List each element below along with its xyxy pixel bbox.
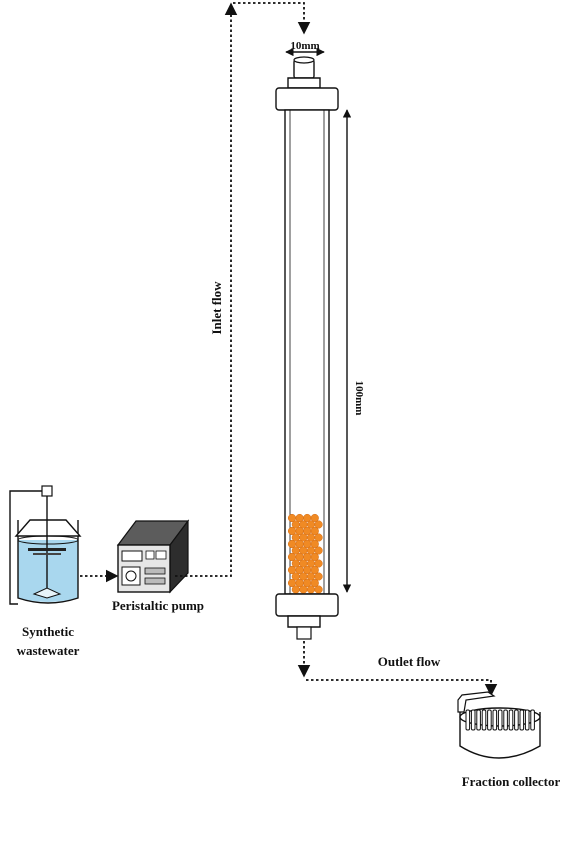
packed-column-icon — [275, 56, 339, 640]
media-bead — [310, 539, 319, 549]
collector-label: Fraction collector — [462, 774, 561, 789]
inlet-flow-line — [175, 2, 238, 577]
height-label: 100mm — [353, 381, 365, 416]
media-bead — [310, 578, 319, 588]
media-bead — [310, 565, 319, 575]
collector-tube — [514, 709, 519, 731]
media-bead — [314, 546, 323, 555]
media-bead — [314, 520, 323, 529]
media-bead — [314, 572, 323, 581]
media-bead — [299, 585, 308, 594]
media-bead — [310, 552, 319, 562]
collector-tube — [524, 709, 530, 731]
outlet-flow-label: Outlet flow — [378, 654, 441, 669]
fraction-collector-icon — [457, 691, 541, 759]
packed-media — [287, 513, 323, 594]
collector-tube — [465, 709, 471, 731]
feed-label-line2: wastewater — [17, 643, 80, 658]
peristaltic-pump-icon — [116, 519, 190, 594]
outlet-flow-line — [306, 679, 498, 697]
collector-tube — [508, 709, 514, 731]
collector-tube — [481, 709, 487, 731]
media-bead — [310, 513, 319, 523]
collector-tube — [503, 709, 508, 731]
media-bead — [291, 585, 300, 594]
collector-tube — [497, 709, 503, 731]
collector-tube — [492, 709, 498, 731]
collector-tube — [470, 709, 476, 731]
collector-tube — [476, 709, 481, 731]
media-bead — [306, 585, 316, 594]
collector-tube — [519, 709, 525, 731]
media-bead — [310, 526, 319, 536]
inlet-top-line — [233, 2, 311, 35]
media-bead — [314, 533, 323, 542]
width-label: 10mm — [290, 40, 319, 52]
media-bead — [314, 559, 323, 568]
feed-label-line1: Synthetic — [22, 624, 74, 639]
collector-tube — [487, 709, 492, 731]
pump-label: Peristaltic pump — [112, 598, 204, 613]
collector-tubes — [465, 709, 535, 731]
stirred-tank-icon — [9, 485, 82, 605]
inlet-flow-label: Inlet flow — [209, 281, 224, 335]
collector-tube — [530, 709, 535, 731]
media-bead — [314, 585, 323, 594]
